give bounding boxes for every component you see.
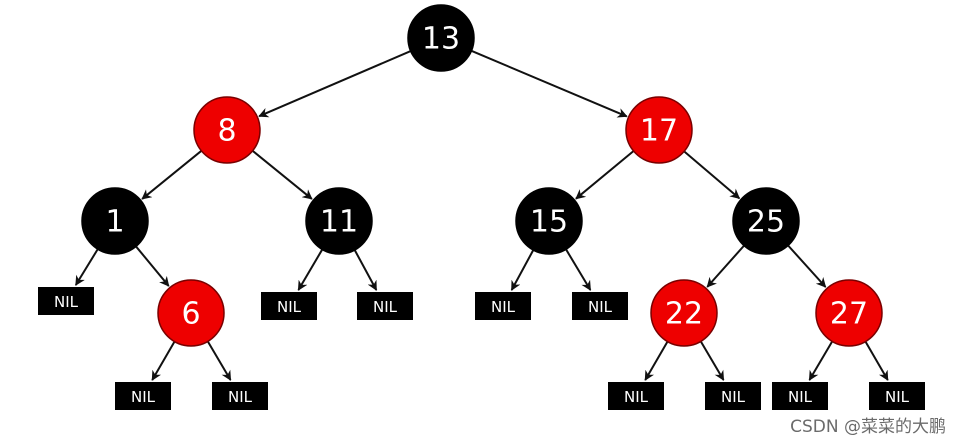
node-circle-black — [407, 4, 475, 72]
nil-label: NIL — [131, 388, 156, 406]
edge-n13-n8 — [258, 50, 412, 118]
nil-box — [869, 382, 925, 410]
edge-n8-n11 — [251, 150, 313, 200]
node-circle-black — [305, 187, 373, 255]
tree-node-27: 27 — [815, 279, 883, 347]
nil-leaf: NIL — [261, 292, 317, 320]
nil-label: NIL — [228, 388, 253, 406]
edge-n25-n22 — [706, 244, 745, 288]
nil-leaf: NIL — [212, 382, 268, 410]
nil-label: NIL — [721, 388, 746, 406]
tree-node-8: 8 — [193, 96, 261, 164]
node-circle-red — [650, 279, 718, 347]
node-circle-black — [515, 187, 583, 255]
nil-box — [705, 382, 761, 410]
nil-box — [772, 382, 828, 410]
nil-box — [261, 292, 317, 320]
tree-node-11: 11 — [305, 187, 373, 255]
edge-n27-nil10 — [808, 340, 834, 381]
tree-node-17: 17 — [625, 96, 693, 164]
edge-n17-n25 — [683, 150, 741, 200]
node-label: 1 — [105, 205, 124, 240]
nil-leaf: NIL — [705, 382, 761, 410]
nil-leaf: NIL — [608, 382, 664, 410]
edge-n15-nil7 — [565, 248, 592, 291]
nil-leaf: NIL — [572, 292, 628, 320]
nil-leaf: NIL — [38, 287, 94, 315]
tree-node-15: 15 — [515, 187, 583, 255]
nil-label: NIL — [588, 298, 613, 316]
node-label: 27 — [830, 297, 868, 332]
edge-n15-nil6 — [510, 249, 535, 291]
node-label: 8 — [217, 114, 236, 149]
edge-n11-nil4 — [297, 248, 324, 291]
nil-box — [357, 292, 413, 320]
node-circle-black — [732, 187, 800, 255]
nil-leaf: NIL — [772, 382, 828, 410]
nil-label: NIL — [54, 293, 79, 311]
nil-label: NIL — [373, 298, 398, 316]
node-circle-red — [625, 96, 693, 164]
tree-node-22: 22 — [650, 279, 718, 347]
nil-label: NIL — [491, 298, 516, 316]
edge-n11-nil5 — [353, 249, 378, 291]
edge-n22-nil9 — [699, 340, 725, 381]
edge-n17-n15 — [575, 150, 635, 200]
tree-edges — [74, 49, 889, 381]
nil-box — [212, 382, 268, 410]
edge-n6-nil2 — [151, 341, 176, 381]
tree-node-13: 13 — [407, 4, 475, 72]
nil-leaf: NIL — [869, 382, 925, 410]
nil-box — [608, 382, 664, 410]
edge-n22-nil8 — [644, 341, 669, 381]
edge-n6-nil3 — [206, 340, 232, 381]
nil-box — [38, 287, 94, 315]
edge-n1-nil1 — [74, 248, 99, 286]
edge-n25-n27 — [787, 244, 827, 288]
watermark: CSDN @菜菜的大鹏 — [790, 417, 946, 437]
tree-node-25: 25 — [732, 187, 800, 255]
node-circle-red — [815, 279, 883, 347]
edge-n27-nil11 — [864, 341, 889, 381]
nil-label: NIL — [624, 388, 649, 406]
nil-leaves: NIL NIL NIL NIL NIL NIL NIL NIL NIL NIL NIL — [38, 287, 925, 410]
node-label: 11 — [320, 205, 358, 240]
edge-n8-n1 — [141, 150, 203, 200]
nil-label: NIL — [788, 388, 813, 406]
tree-node-6: 6 — [157, 279, 225, 347]
node-circle-red — [193, 96, 261, 164]
nil-leaf: NIL — [115, 382, 171, 410]
edge-n13-n17 — [471, 49, 628, 118]
nil-label: NIL — [277, 298, 302, 316]
edge-n1-n6 — [135, 245, 170, 287]
node-label: 13 — [422, 22, 460, 57]
tree-node-1: 1 — [81, 187, 149, 255]
node-label: 22 — [665, 297, 703, 332]
nil-box — [572, 292, 628, 320]
nil-box — [115, 382, 171, 410]
nil-leaf: NIL — [475, 292, 531, 320]
node-label: 15 — [530, 205, 568, 240]
node-label: 25 — [747, 205, 785, 240]
node-circle-black — [81, 187, 149, 255]
nil-leaf: NIL — [357, 292, 413, 320]
node-label: 6 — [181, 297, 200, 332]
node-circle-red — [157, 279, 225, 347]
node-label: 17 — [640, 114, 678, 149]
nil-label: NIL — [885, 388, 910, 406]
nil-box — [475, 292, 531, 320]
